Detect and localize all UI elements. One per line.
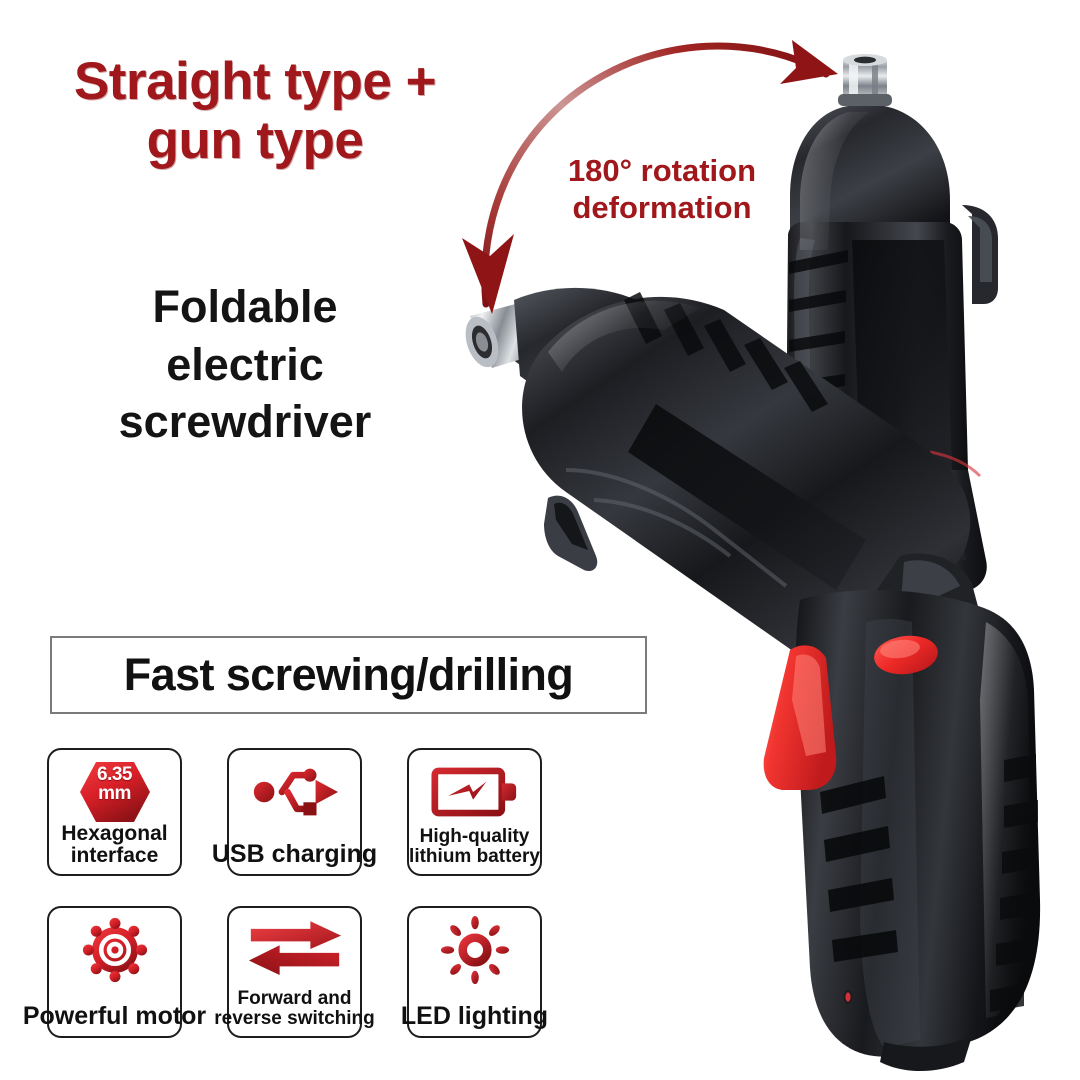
gear-motor-icon	[82, 917, 148, 983]
forward-reverse-arrows-icon	[247, 920, 343, 980]
feature-card-powerful-motor[interactable]: Powerful motor	[23, 906, 206, 1038]
direction-button	[874, 635, 938, 675]
feature-label-hexagonal-interface: Hexagonal interface	[61, 821, 168, 868]
belt-clip	[962, 205, 998, 304]
gun-type-unit	[465, 287, 980, 670]
body-panel-recess	[628, 404, 866, 590]
feature-card-forward-reverse[interactable]: Forward and reverse switching	[214, 906, 375, 1038]
banner-label: Fast screwing/drilling	[123, 649, 574, 700]
hexagon-icon: 6.35 mm	[78, 762, 152, 822]
rotation-arrow-icon	[462, 40, 838, 314]
feature-label-usb-charging: USB charging	[211, 840, 378, 868]
rotation-callout-text: 180° rotation deformation	[567, 153, 757, 226]
feature-label-led-lighting: LED lighting	[400, 1002, 549, 1030]
usb-icon	[247, 762, 343, 822]
led-indicator	[843, 990, 853, 1004]
side-switch	[544, 495, 598, 572]
led-light-icon	[440, 915, 510, 985]
feature-label-lithium-battery: High-quality lithium battery	[409, 825, 540, 868]
feature-card-grid: 6.35 mm Hexagonal interface	[23, 748, 607, 1038]
grip-rear-ribs	[990, 754, 1038, 1012]
feature-card-usb-charging[interactable]: USB charging	[212, 748, 377, 876]
feature-card-lithium-battery[interactable]: High-quality lithium battery	[407, 748, 542, 876]
fast-screwing-banner: Fast screwing/drilling	[50, 636, 647, 714]
feature-card-led-lighting[interactable]: LED lighting	[401, 906, 548, 1038]
feature-label-forward-reverse: Forward and reverse switching	[214, 987, 375, 1030]
trigger-button	[763, 645, 837, 790]
battery-icon	[430, 762, 519, 822]
page-title: Straight type + gun type	[73, 52, 437, 171]
product-subtitle: Foldable electric screwdriver	[118, 281, 372, 448]
grip-handle	[763, 590, 1041, 1071]
red-seam-accent	[929, 450, 982, 478]
feature-label-powerful-motor: Powerful motor	[22, 1002, 207, 1030]
grip-finger-grooves	[820, 776, 898, 962]
feature-card-hexagonal-interface[interactable]: 6.35 mm Hexagonal interface	[47, 748, 182, 876]
